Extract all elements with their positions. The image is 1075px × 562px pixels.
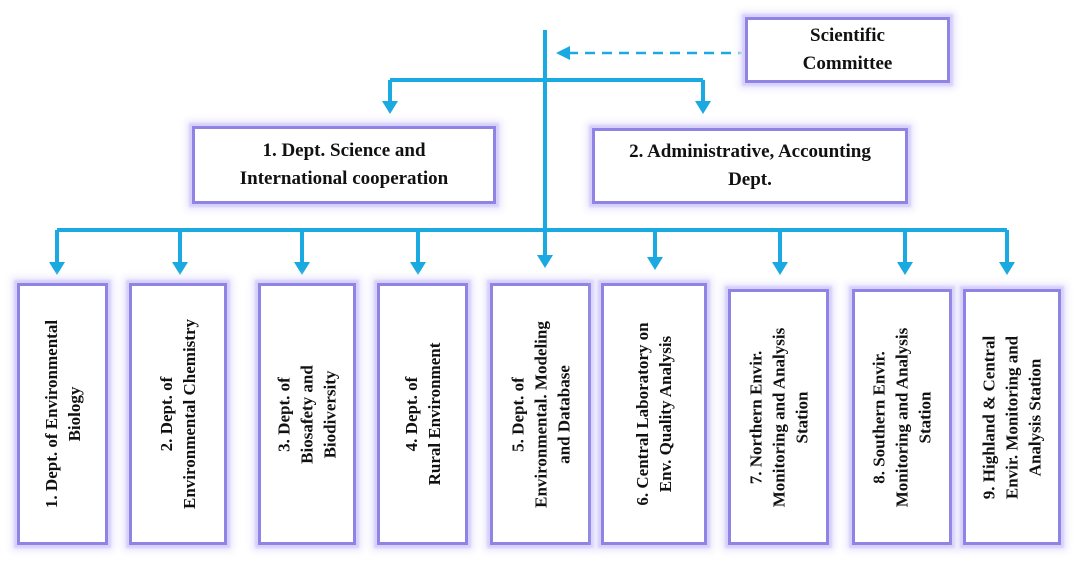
unit-box-8: 8. Southern Envir. Monitoring and Analys… [852, 289, 952, 545]
arrowhead [382, 101, 398, 114]
box-text-line: Biodiversity [320, 370, 340, 458]
arrowhead [537, 255, 553, 268]
unit-box-text: 8. Southern Envir. Monitoring and Analys… [868, 292, 937, 542]
arrowhead [999, 262, 1015, 275]
arrowhead [294, 262, 310, 275]
box-text-line: 8. Southern Envir. [869, 350, 889, 484]
dashed-arrowhead [556, 46, 570, 60]
box-text: Scientific Committee [803, 22, 893, 78]
box-text-line: 6. Central Laboratory on [633, 322, 652, 506]
arrowhead [772, 262, 788, 275]
box-text-line: 5. Dept. of [508, 376, 527, 452]
unit-box-text: 7. Northern Envir. Monitoring and Analys… [744, 292, 813, 542]
box-text-line: Environmental Chemistry [180, 319, 199, 509]
dept-science-box: 1. Dept. Science and International coope… [192, 126, 496, 204]
unit-box-text: 3. Dept. of Biosafety and Biodiversity [273, 289, 342, 539]
box-text-line: Envir. Monitoring and [1002, 335, 1022, 499]
unit-box-3: 3. Dept. of Biosafety and Biodiversity [258, 283, 356, 545]
box-text-line: Biosafety and [297, 364, 317, 464]
box-text-line: Dept. [728, 169, 772, 190]
unit-box-text: 6. Central Laboratory on Env. Quality An… [631, 289, 677, 539]
box-text: 1. Dept. Science and International coope… [240, 137, 448, 193]
unit-box-text: 5. Dept. of Environmental. Modeling and … [506, 289, 575, 539]
unit-box-text: 9. Highland & Central Envir. Monitoring … [978, 292, 1047, 542]
box-text-line: 7. Northern Envir. [746, 350, 765, 484]
arrowhead [647, 257, 663, 270]
box-text-line: 4. Dept. of [401, 376, 421, 452]
arrowhead [49, 262, 65, 275]
unit-box-2: 2. Dept. of Environmental Chemistry [129, 283, 227, 545]
unit-box-5: 5. Dept. of Environmental. Modeling and … [490, 283, 591, 545]
box-text-line: Station [915, 391, 935, 443]
box-text-line: Biology [64, 386, 84, 442]
box-text-line: 3. Dept. of [274, 376, 294, 452]
arrowhead [172, 262, 188, 275]
unit-box-text: 4. Dept. of Rural Environment [400, 289, 446, 539]
box-text-line: Committee [802, 53, 893, 74]
box-text-line: Env. Quality Analysis [656, 335, 675, 493]
box-text-line: 2. Dept. of [157, 376, 176, 452]
box-text-line: Monitoring and Analysis [769, 327, 788, 507]
unit-box-9: 9. Highland & Central Envir. Monitoring … [963, 289, 1061, 545]
unit-box-text: 1. Dept. of Environmental Biology [40, 289, 86, 539]
box-text-line: 9. Highland & Central [979, 335, 999, 499]
arrowhead [695, 101, 711, 114]
box-text-line: Monitoring and Analysis [892, 327, 912, 507]
arrowhead [410, 262, 426, 275]
box-text-line: International cooperation [239, 168, 449, 189]
unit-box-text: 2. Dept. of Environmental Chemistry [155, 289, 201, 539]
box-text-line: Scientific [810, 25, 885, 46]
unit-box-6: 6. Central Laboratory on Env. Quality An… [601, 283, 707, 545]
box-text-line: 1. Dept. of Environmental [41, 319, 61, 509]
box-text-line: and Database [554, 364, 573, 464]
unit-box-4: 4. Dept. of Rural Environment [377, 283, 468, 545]
box-text-line: 1. Dept. Science and [262, 140, 426, 161]
box-text-line: 2. Administrative, Accounting [629, 141, 871, 162]
box-text-line: Environmental. Modeling [531, 320, 550, 508]
unit-box-1: 1. Dept. of Environmental Biology [17, 283, 108, 545]
box-text-line: Analysis Station [1025, 358, 1045, 476]
box-text-line: Rural Environment [424, 342, 444, 486]
arrowhead [897, 262, 913, 275]
box-text-line: Station [792, 391, 811, 443]
scientific-committee-box: Scientific Committee [745, 17, 950, 83]
box-text: 2. Administrative, Accounting Dept. [629, 138, 871, 194]
dept-admin-box: 2. Administrative, Accounting Dept. [592, 128, 908, 204]
unit-box-7: 7. Northern Envir. Monitoring and Analys… [728, 289, 829, 545]
